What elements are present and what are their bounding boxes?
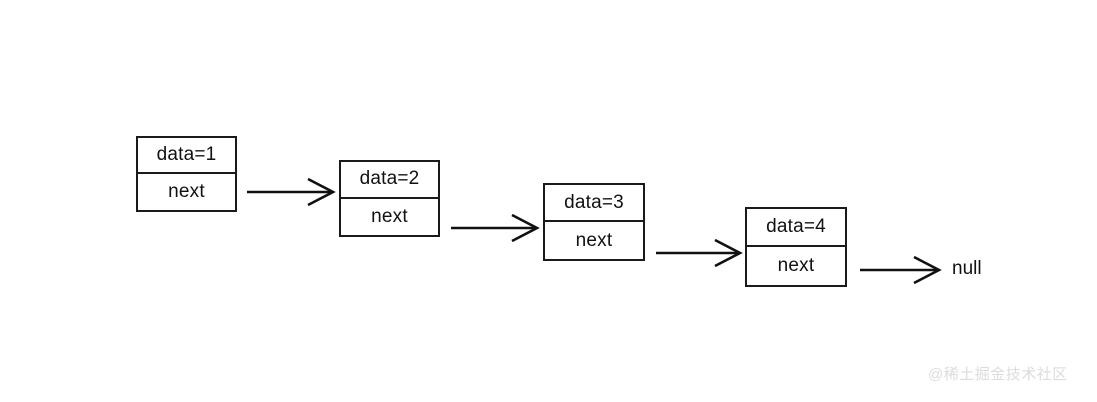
node-next-cell: next [575,229,613,251]
linked-list-node: data=4 next [745,207,847,287]
node-next-cell: next [777,255,815,276]
node-next-cell: next [371,205,408,227]
pointer-arrow-icon [247,177,336,207]
pointer-arrow-icon [860,255,942,285]
node-data-cell: data=1 [138,138,235,174]
node-data-cell: data=3 [545,185,643,222]
linked-list-node: data=3 next [543,183,645,261]
node-data-cell: data=2 [341,162,438,199]
linked-list-node: data=1 next [136,136,237,212]
pointer-arrow-icon [656,238,743,268]
node-data-cell: data=4 [747,209,845,247]
watermark: @稀土掘金技术社区 [928,366,1068,383]
pointer-arrow-icon [451,213,540,243]
node-next-cell: next [168,181,205,202]
null-terminator-label: null [952,258,982,279]
linked-list-node: data=2 next [339,160,440,237]
